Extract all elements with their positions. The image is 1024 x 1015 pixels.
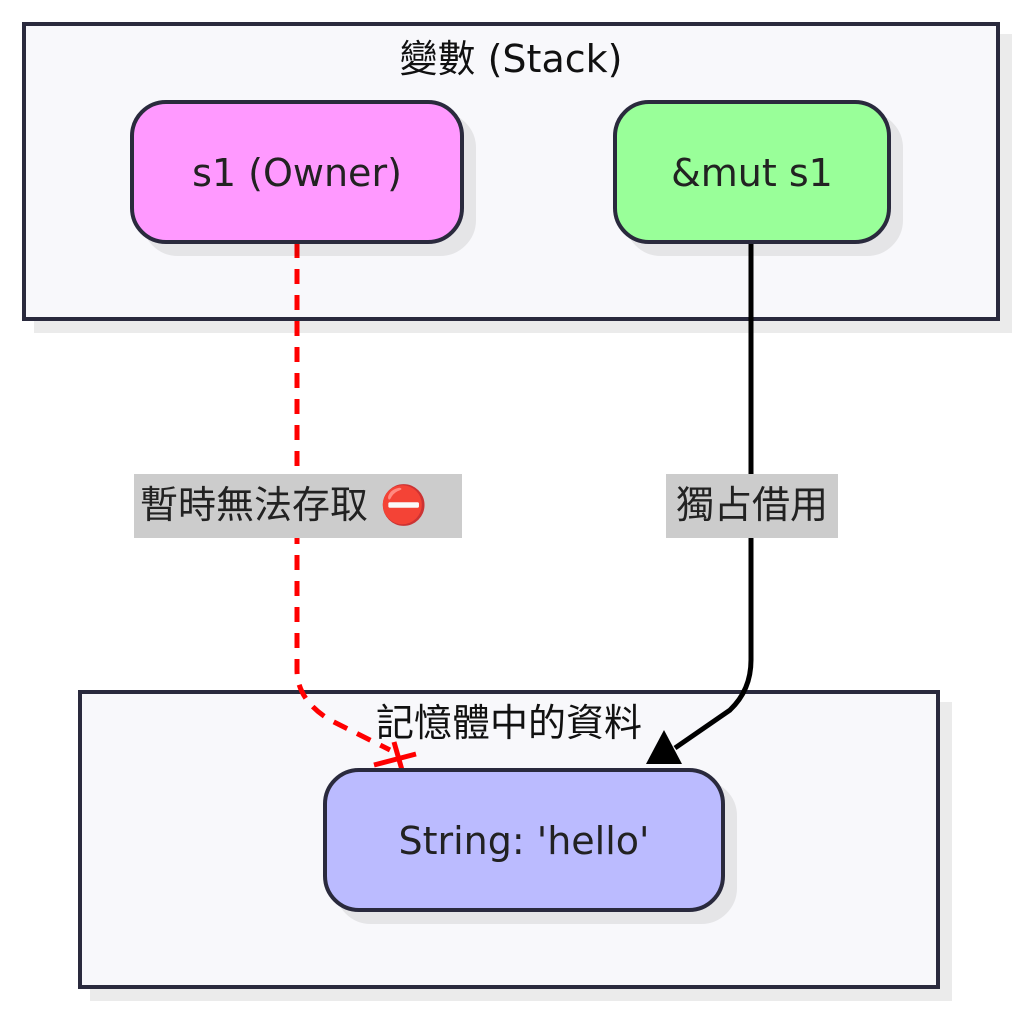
node-mut-borrow-box: [613, 100, 891, 244]
node-string-data: String: 'hello': [323, 768, 725, 912]
edge-s1-cross-marker-tick: [391, 741, 405, 771]
edge-s1-cross-marker: [373, 751, 417, 768]
edge-mut-line: [673, 243, 754, 751]
node-string-data-label: String: 'hello': [398, 819, 649, 863]
edge-label-exclusive-borrow-text: 獨占借用: [676, 483, 828, 527]
edge-label-blocked: 暫時無法存取 ⛔: [134, 474, 462, 538]
edge-label-exclusive-borrow-bg: [666, 474, 838, 538]
edge-mut-arrowhead: [646, 730, 682, 764]
edge-mut-to-data: [646, 243, 754, 764]
edge-s1-to-data: [294, 243, 417, 771]
node-mut-borrow-label: &mut s1: [671, 151, 833, 195]
subgraph-heap-title: 記憶體中的資料: [376, 701, 642, 745]
node-s1-owner-box: [130, 100, 464, 244]
edge-label-blocked-bg: [134, 474, 462, 538]
edge-label-exclusive-borrow: 獨占借用: [666, 474, 838, 538]
node-s1-owner: s1 (Owner): [130, 100, 464, 244]
edge-label-blocked-text: 暫時無法存取 ⛔: [140, 483, 427, 527]
node-string-data-box: [323, 768, 725, 912]
subgraph-stack-title: 變數 (Stack): [400, 37, 623, 81]
node-s1-owner-label: s1 (Owner): [192, 151, 402, 195]
edge-s1-line: [294, 243, 392, 753]
node-mut-borrow: &mut s1: [613, 100, 891, 244]
